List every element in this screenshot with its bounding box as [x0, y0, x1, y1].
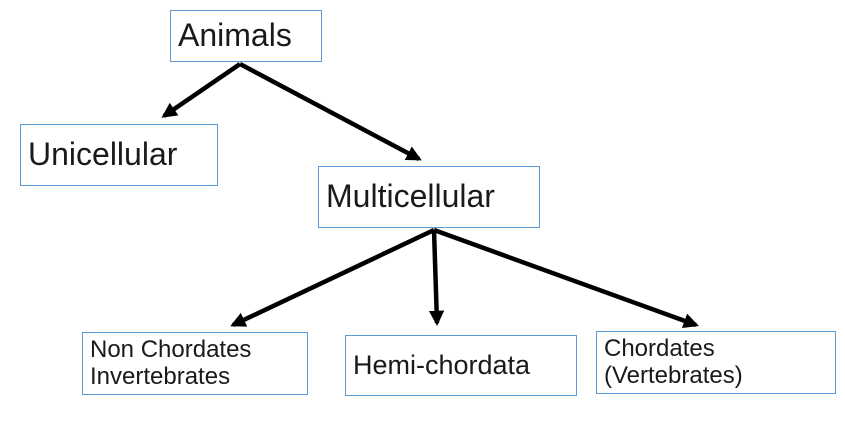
node-multicellular: Multicellular: [318, 166, 540, 228]
node-animals-label: Animals: [178, 17, 292, 54]
node-hemi-chordata: Hemi-chordata: [345, 335, 577, 396]
edge-multicellular-hemi-chordata: [428, 229, 445, 327]
edge-multicellular-non-chordates: [230, 227, 435, 328]
node-chordates-label: Chordates (Vertebrates): [604, 334, 743, 389]
node-chordates: Chordates (Vertebrates): [596, 331, 836, 394]
node-multicellular-label: Multicellular: [326, 178, 495, 215]
node-unicellular-label: Unicellular: [28, 136, 178, 173]
node-unicellular: Unicellular: [20, 124, 218, 186]
node-hemi-chordata-label: Hemi-chordata: [353, 350, 531, 381]
node-non-chordates: Non Chordates Invertebrates: [82, 332, 308, 395]
node-animals: Animals: [170, 10, 322, 62]
edge-multicellular-chordates: [433, 227, 699, 329]
node-non-chordates-label: Non Chordates Invertebrates: [90, 335, 252, 390]
edge-animals-unicellular: [161, 62, 242, 118]
edge-animals-multicellular: [238, 62, 422, 161]
